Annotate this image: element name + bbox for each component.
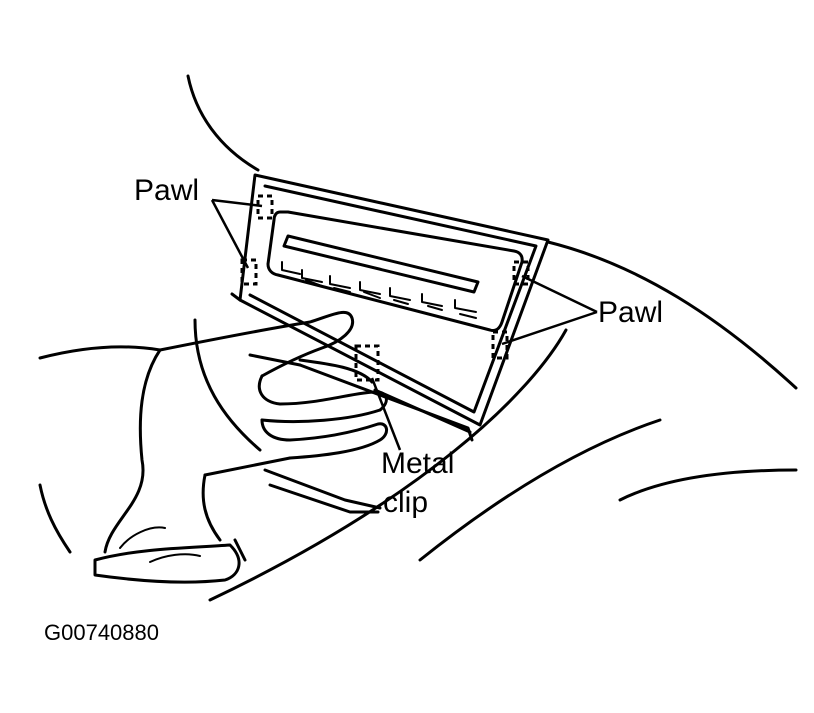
figure-code: G00740880 bbox=[44, 620, 159, 645]
label-metal-clip-line1: Metal bbox=[381, 447, 454, 480]
leader-lines bbox=[210, 198, 598, 451]
center-console bbox=[38, 468, 382, 562]
label-pawl-left: Pawl bbox=[134, 174, 199, 207]
leader-pawl-right-upper bbox=[521, 274, 598, 314]
leader-pawl-left-lower bbox=[210, 199, 250, 269]
leader-metal-clip bbox=[370, 377, 402, 451]
hand-illustration bbox=[38, 310, 388, 584]
label-metal-clip-line2: clip bbox=[383, 486, 428, 519]
label-pawl-right: Pawl bbox=[598, 296, 663, 329]
pawl-marker-lower-right bbox=[491, 330, 509, 360]
pawl-markers bbox=[240, 194, 530, 382]
radio-bezel bbox=[230, 173, 550, 442]
leader-pawl-right-lower bbox=[501, 310, 598, 346]
dashboard-outline bbox=[186, 74, 798, 602]
pawl-marker-lower-left bbox=[240, 258, 258, 286]
leader-pawl-left-upper bbox=[211, 198, 263, 208]
metal-clip-marker bbox=[354, 344, 380, 382]
